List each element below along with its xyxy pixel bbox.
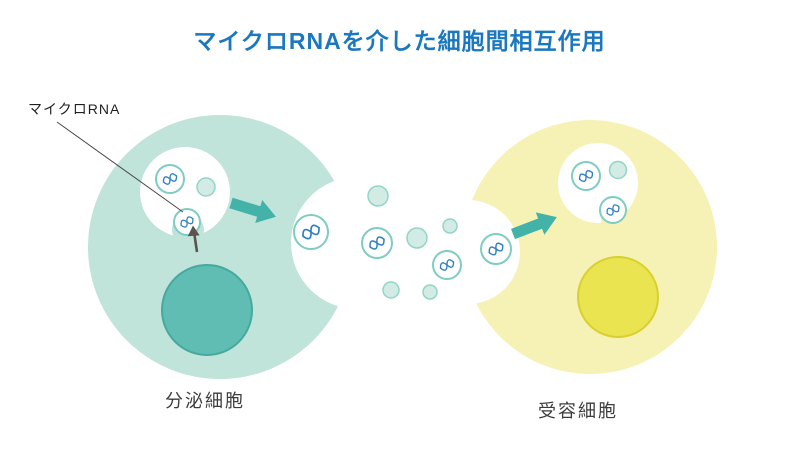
plain-vesicle-particle xyxy=(382,281,400,299)
plain-vesicle-particle xyxy=(196,177,216,197)
microrna-exosome xyxy=(432,250,462,280)
microrna-exosome xyxy=(155,164,185,194)
microrna-exosome xyxy=(571,161,601,191)
secreting-cell-opening xyxy=(291,177,423,309)
microrna-exosome xyxy=(293,214,329,250)
plain-vesicle-particle xyxy=(422,284,438,300)
receiving-cell-label: 受容細胞 xyxy=(538,401,618,421)
microrna-label: マイクロRNA xyxy=(28,101,121,117)
plain-vesicle-particle xyxy=(608,160,628,180)
receiving-cell-nucleus xyxy=(577,256,659,338)
microrna-exosome xyxy=(480,233,512,265)
plain-vesicle-particle xyxy=(367,185,389,207)
secreting-cell-nucleus xyxy=(161,264,253,356)
plain-vesicle-particle xyxy=(442,218,458,234)
diagram-title: マイクロRNAを介した細胞間相互作用 xyxy=(193,28,606,54)
microrna-pointer-line xyxy=(56,121,184,213)
plain-vesicle-particle xyxy=(406,227,428,249)
export-arrow-icon xyxy=(187,225,200,253)
microrna-exosome xyxy=(361,227,393,259)
secreting-cell-label: 分泌細胞 xyxy=(165,391,245,411)
microrna-exosome xyxy=(599,196,627,224)
